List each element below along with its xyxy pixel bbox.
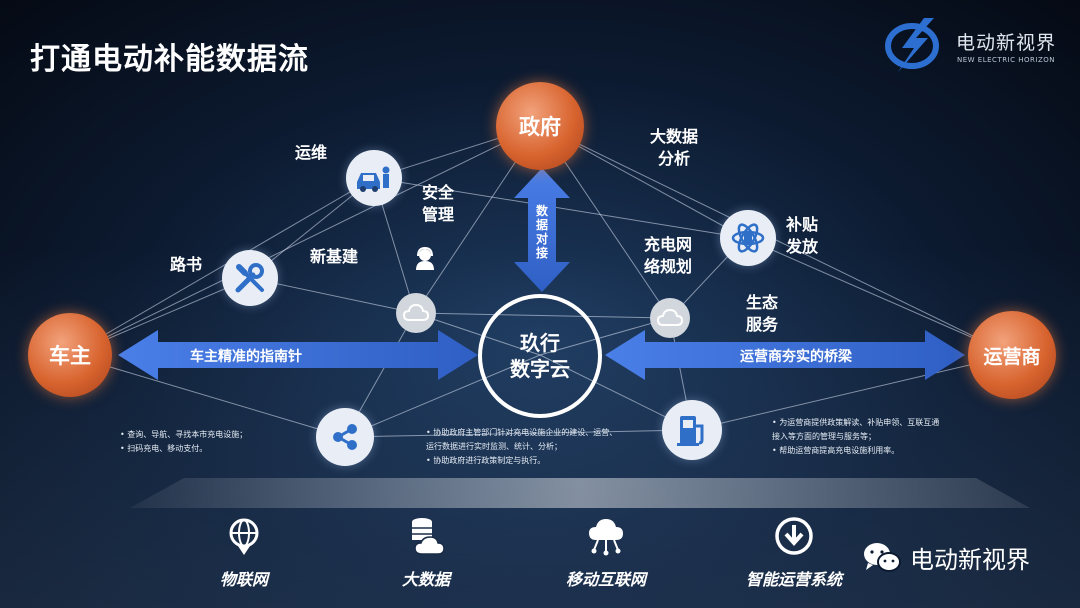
cloud-node-left: [396, 293, 436, 333]
note-right: • 为运营商提供政策解读、补贴申领、互联互通 接入等方面的管理与服务等； • 帮…: [772, 416, 939, 458]
note-center-3: • 协助政府进行政策制定与执行。: [426, 456, 546, 465]
cloud-icon: [403, 303, 429, 321]
label-lushu: 路书: [170, 255, 203, 274]
bottom-item-iot: 物联网: [184, 516, 304, 590]
page-title: 打通电动补能数据流: [30, 42, 309, 77]
bottom-item-mobile: 移动互联网: [546, 516, 666, 590]
label-butie-line2: 发放: [786, 237, 819, 256]
label-xinjijian: 新基建: [310, 247, 359, 266]
logo-text-cn: 电动新视界: [956, 32, 1057, 54]
note-left: • 查询、导航、寻找本市充电设施； • 扫码充电、移动支付。: [120, 428, 247, 456]
roadbook-node: [222, 250, 278, 306]
note-center: • 协助政府主管部门针对充电设施企业的建设、运营、 运行数据进行实时监测、统计、…: [426, 426, 617, 468]
fuel-charger-icon: [677, 416, 704, 446]
note-right-3: • 帮助运营商提高充电设施利用率。: [772, 446, 900, 455]
charger-node: [662, 400, 722, 460]
data-docking-label: 数据对接: [535, 204, 548, 260]
cloud-icon: [657, 308, 683, 326]
operator-node: 运营商: [968, 311, 1056, 399]
bottom-label-ops: 智能运营系统: [745, 570, 842, 589]
label-shengtai-line2: 服务: [746, 315, 779, 334]
note-left-2: • 扫码充电、移动支付。: [120, 444, 208, 453]
label-yunwei: 运维: [295, 143, 328, 162]
headset-person-icon: [416, 246, 434, 270]
wechat-label: 电动新视界: [910, 546, 1030, 574]
logo-text-en: NEW ELECTRIC HORIZON: [957, 56, 1055, 64]
brand-logo: 电动新视界 NEW ELECTRIC HORIZON: [880, 14, 1070, 74]
label-anquan-line2: 管理: [422, 205, 455, 224]
label-dashuju: 大数据 分析: [650, 126, 698, 170]
government-node: 政府: [496, 82, 584, 170]
car-owner-node: 车主: [28, 313, 112, 397]
label-dashuju-line1: 大数据: [650, 127, 699, 146]
label-chongdian: 充电网 络规划: [644, 234, 692, 278]
right-double-arrow: [605, 330, 965, 380]
tools-icon: [235, 263, 264, 293]
bottom-item-bigdata: 大数据: [366, 516, 486, 590]
note-center-1: • 协助政府主管部门针对充电设施企业的建设、运营、: [426, 428, 618, 437]
right-arrow-label: 运营商夯实的桥梁: [740, 349, 852, 365]
note-left-1: • 查询、导航、寻找本市充电设施；: [120, 430, 248, 439]
database-cloud-icon: [412, 518, 445, 555]
note-center-2: 运行数据进行实时监测、统计、分析；: [426, 442, 562, 451]
wechat-icon: [864, 542, 901, 572]
label-butie-line1: 补贴: [786, 215, 819, 234]
atom-icon: [731, 223, 765, 253]
share-node: [316, 408, 374, 466]
center-title-line1: 玖行: [520, 331, 560, 355]
wechat-watermark: 电动新视界: [862, 540, 1030, 575]
left-double-arrow: [118, 330, 478, 380]
label-chongdian-line1: 充电网: [644, 235, 693, 254]
center-title-line2: 数字云: [510, 357, 570, 381]
download-circle-icon: [775, 517, 813, 555]
bottom-label-iot: 物联网: [219, 570, 268, 589]
label-chongdian-line2: 络规划: [644, 257, 693, 276]
note-right-2: 接入等方面的管理与服务等；: [772, 432, 876, 441]
subsidy-node: [720, 210, 776, 266]
label-butie: 补贴 发放: [786, 214, 818, 258]
maintenance-node: [346, 150, 402, 206]
digital-cloud-center: 玖行 数字云: [478, 294, 602, 418]
share-icon: [333, 424, 357, 450]
note-right-1: • 为运营商提供政策解读、补贴申领、互联互通: [772, 418, 940, 427]
platform-band: [130, 478, 1030, 508]
label-shengtai: 生态 服务: [746, 292, 778, 336]
label-anquan: 安全 管理: [422, 182, 454, 226]
label-dashuju-line2: 分析: [658, 149, 691, 168]
label-shengtai-line1: 生态: [746, 293, 779, 312]
vertical-double-arrow: [514, 168, 570, 292]
left-arrow-label: 车主精准的指南针: [190, 349, 302, 365]
bottom-label-mobile: 移动互联网: [565, 570, 646, 589]
label-anquan-line1: 安全: [422, 183, 455, 202]
cloud-node-right: [650, 298, 690, 338]
car-mechanic-icon: [357, 166, 390, 192]
globe-pin-icon: [229, 518, 259, 555]
bottom-item-ops: 智能运营系统: [734, 516, 854, 590]
bottom-label-bigdata: 大数据: [401, 570, 450, 589]
cloud-network-icon: [589, 519, 623, 556]
lightning-disc-icon: [885, 18, 939, 72]
